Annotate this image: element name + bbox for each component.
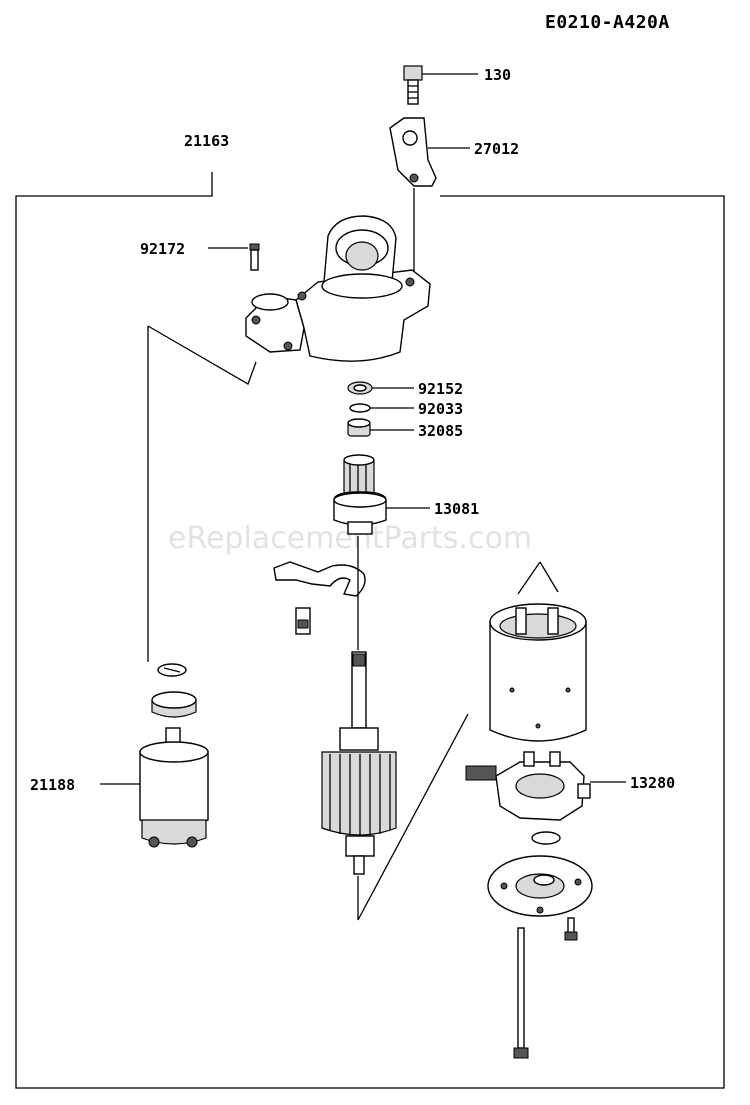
yoke-housing: [489, 561, 587, 742]
part-130-bolt[interactable]: 130: [403, 65, 511, 105]
ref-label-92033[interactable]: 92033: [418, 400, 463, 418]
part-92033-ring[interactable]: 92033: [349, 400, 463, 418]
ref-label-130[interactable]: 130: [484, 66, 511, 84]
ref-label-13280[interactable]: 13280: [630, 774, 675, 792]
part-92152-washer[interactable]: 92152: [347, 380, 463, 398]
diagram-code: E0210-A420A: [545, 12, 670, 33]
ref-label-21163[interactable]: 21163: [184, 132, 229, 150]
part-13280-brush-holder[interactable]: 13280: [465, 751, 675, 821]
ref-label-13081[interactable]: 13081: [434, 500, 479, 518]
assembly-frame: [15, 172, 725, 1089]
rear-end-cover: [487, 855, 593, 917]
part-92172-screw[interactable]: 92172: [140, 240, 260, 271]
part-32085-collar[interactable]: 32085: [347, 418, 463, 440]
part-27012-bracket[interactable]: 27012: [389, 117, 519, 187]
armature: [321, 536, 397, 875]
front-housing: [245, 215, 431, 362]
through-bolt: [513, 927, 529, 1059]
ref-label-92172[interactable]: 92172: [140, 240, 185, 258]
circlip: [531, 831, 561, 845]
ref-label-27012[interactable]: 27012: [474, 140, 519, 158]
shift-lever: [273, 561, 366, 635]
ref-label-92152[interactable]: 92152: [418, 380, 463, 398]
part-21163-starter-assembly[interactable]: 21163: [184, 132, 229, 150]
part-13081-pinion-clutch[interactable]: 13081: [333, 454, 479, 535]
ref-label-21188[interactable]: 21188: [30, 776, 75, 794]
cover-screw: [564, 917, 578, 941]
part-21188-solenoid[interactable]: 21188: [30, 663, 209, 848]
ref-label-32085[interactable]: 32085: [418, 422, 463, 440]
